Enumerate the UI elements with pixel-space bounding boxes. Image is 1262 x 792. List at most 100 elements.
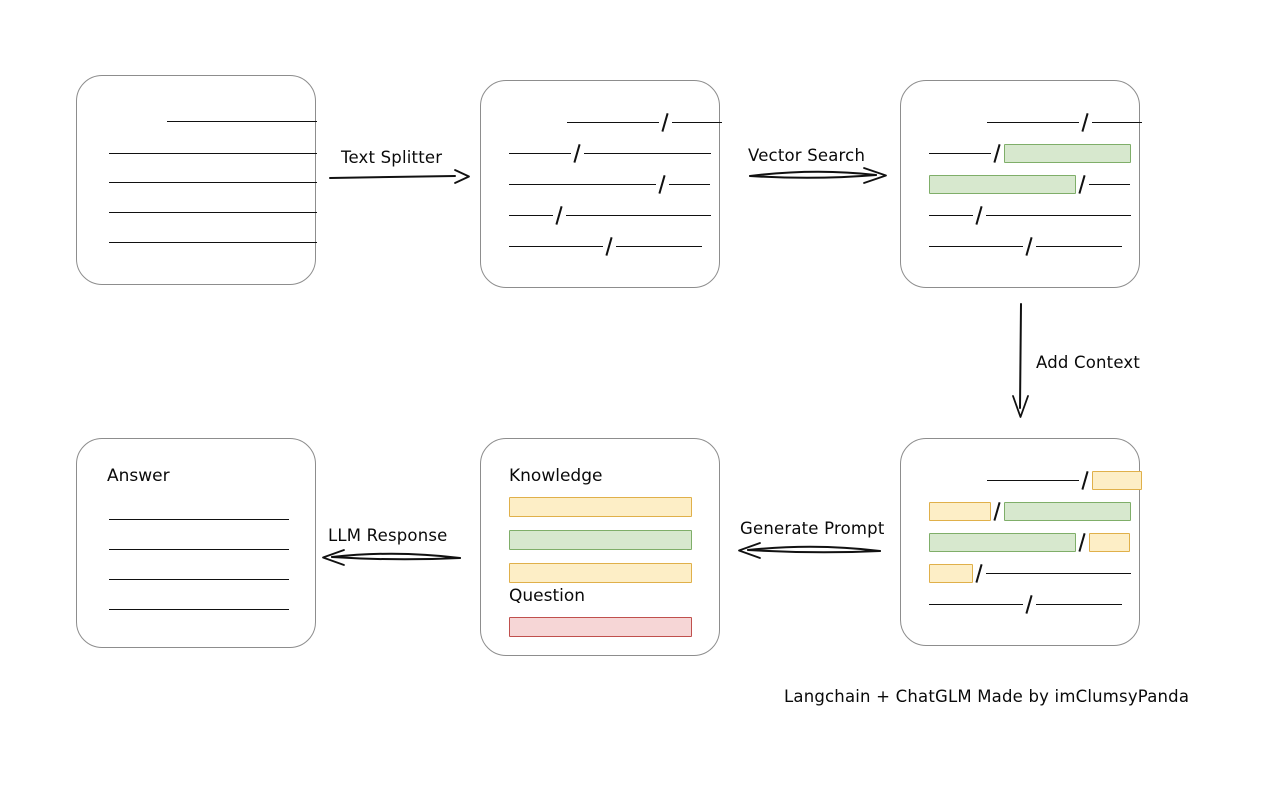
context-chunks-box[interactable] — [900, 438, 1142, 646]
slash-separator — [1076, 174, 1089, 194]
slash-separator — [973, 205, 986, 225]
answer-line-row — [109, 538, 289, 560]
vector-search-arrow — [749, 167, 887, 184]
text-line — [109, 518, 289, 520]
doc-line-row — [109, 171, 317, 193]
text-line — [672, 121, 722, 123]
text-line — [509, 152, 571, 154]
chunk-row — [509, 173, 710, 195]
chunk-row — [509, 111, 722, 133]
chunk-row — [929, 142, 1131, 164]
llm-response-label: LLM Response — [328, 526, 448, 545]
text-line — [109, 548, 289, 550]
answer-line-row — [109, 568, 289, 590]
text-line — [109, 578, 289, 580]
text-line — [109, 181, 317, 183]
vector-search-label: Vector Search — [748, 146, 866, 165]
doc-line-row — [109, 201, 317, 223]
text-line — [109, 608, 289, 610]
matched-chunk-highlight[interactable] — [1004, 143, 1131, 163]
text-line — [1036, 603, 1122, 605]
chunk-row — [929, 235, 1122, 257]
chunk-row — [929, 531, 1130, 553]
text-line — [109, 152, 317, 154]
question-label: Question — [509, 586, 586, 606]
text-line — [986, 572, 1131, 574]
matched-chunks-box[interactable] — [900, 80, 1142, 288]
context-chunk-highlight[interactable] — [1092, 470, 1142, 490]
slash-separator — [656, 174, 669, 194]
text-line — [929, 152, 991, 154]
slash-separator — [603, 236, 616, 256]
answer-line-row — [109, 508, 289, 530]
text-line — [929, 214, 973, 216]
footer-credit: Langchain + ChatGLM Made by imClumsyPand… — [784, 687, 1190, 706]
generate-prompt-label: Generate Prompt — [740, 519, 885, 538]
add-context-arrow — [1012, 303, 1029, 418]
llm-response-arrow — [322, 549, 461, 566]
text-line — [509, 183, 656, 185]
text-line — [929, 603, 1023, 605]
doc-line-row — [109, 142, 317, 164]
answer-line-row — [109, 598, 289, 620]
knowledge-bar[interactable] — [509, 530, 692, 550]
question-bar[interactable] — [509, 617, 692, 637]
text-line — [1036, 245, 1122, 247]
chunk-row — [509, 204, 711, 226]
doc-line-row — [109, 231, 317, 253]
knowledge-label: Knowledge — [509, 466, 603, 486]
slash-separator — [973, 563, 986, 583]
text-line — [509, 214, 553, 216]
text-splitter-label: Text Splitter — [341, 148, 443, 167]
text-line — [1089, 183, 1130, 185]
text-line — [616, 245, 702, 247]
split-chunks-box[interactable] — [480, 80, 722, 288]
chunk-row — [509, 235, 702, 257]
context-chunk-highlight[interactable] — [1089, 532, 1130, 552]
source-document-box[interactable] — [76, 75, 317, 285]
text-line — [1092, 121, 1142, 123]
slash-separator — [553, 205, 566, 225]
text-line — [566, 214, 711, 216]
generate-prompt-arrow — [738, 542, 881, 559]
text-line — [109, 241, 317, 243]
text-line — [987, 121, 1079, 123]
text-line — [986, 214, 1131, 216]
slash-separator — [991, 143, 1004, 163]
text-line — [929, 245, 1023, 247]
chunk-row — [929, 111, 1142, 133]
chunk-row — [929, 469, 1142, 491]
text-splitter-arrow — [329, 169, 470, 184]
slash-separator — [659, 112, 672, 132]
chunk-row — [929, 593, 1122, 615]
text-line — [669, 183, 710, 185]
text-line — [509, 245, 603, 247]
context-chunk-highlight[interactable] — [929, 563, 973, 583]
slash-separator — [991, 501, 1004, 521]
slash-separator — [1023, 594, 1036, 614]
chunk-row — [929, 204, 1131, 226]
text-line — [987, 479, 1079, 481]
matched-chunk-highlight[interactable] — [929, 532, 1076, 552]
chunk-row — [929, 173, 1130, 195]
add-context-label: Add Context — [1036, 353, 1141, 372]
answer-label: Answer — [107, 466, 170, 486]
text-line — [167, 120, 317, 122]
matched-chunk-highlight[interactable] — [1004, 501, 1131, 521]
context-chunk-highlight[interactable] — [929, 501, 991, 521]
slash-separator — [571, 143, 584, 163]
doc-line-row — [109, 110, 317, 132]
slash-separator — [1023, 236, 1036, 256]
text-line — [584, 152, 711, 154]
text-line — [567, 121, 659, 123]
prompt-box[interactable]: Knowledge Question — [480, 438, 720, 656]
chunk-row — [929, 562, 1131, 584]
slash-separator — [1079, 112, 1092, 132]
text-line — [109, 211, 317, 213]
knowledge-bar[interactable] — [509, 497, 692, 517]
matched-chunk-highlight[interactable] — [929, 174, 1076, 194]
knowledge-bar[interactable] — [509, 563, 692, 583]
slash-separator — [1076, 532, 1089, 552]
answer-box[interactable]: Answer — [76, 438, 316, 648]
